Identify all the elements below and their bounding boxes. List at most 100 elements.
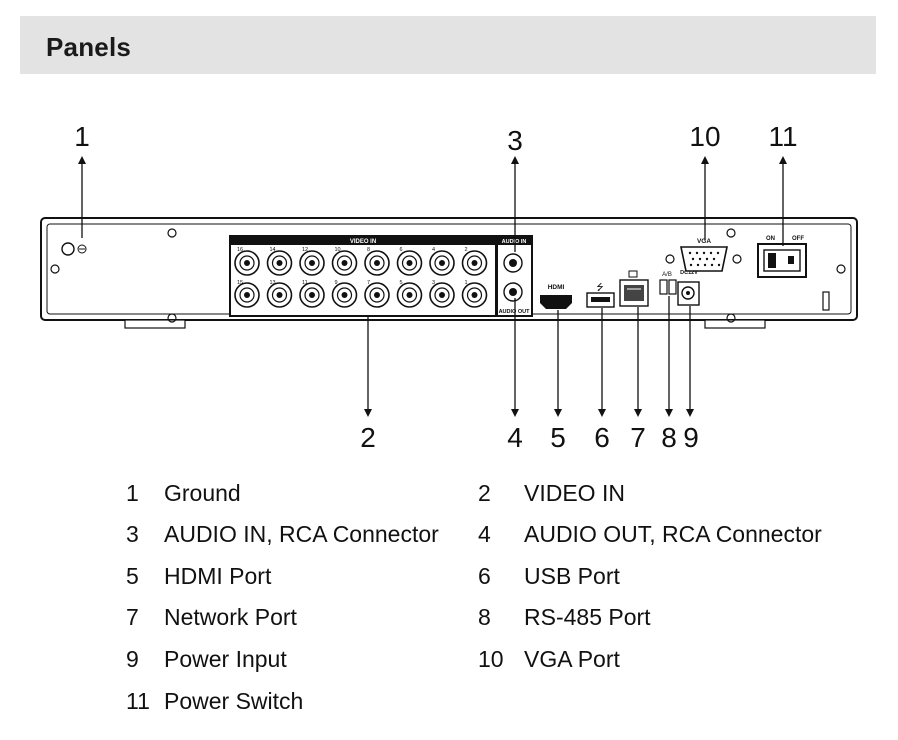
bnc-connector-11: 11	[299, 280, 325, 308]
legend-label: AUDIO OUT, RCA Connector	[524, 521, 822, 547]
section-title: Panels	[46, 32, 132, 62]
off-label: OFF	[792, 236, 804, 242]
bnc-connector-5: 5	[396, 280, 423, 308]
legend-label: AUDIO IN, RCA Connector	[164, 521, 439, 547]
legend-item-7: 7 Network Port	[126, 604, 297, 631]
callout-11: 11	[768, 121, 797, 152]
legend-num: 3	[126, 521, 139, 547]
bnc-number-16: 16	[237, 247, 243, 253]
bnc-connector-9: 9	[331, 280, 358, 308]
vga-port: VGA	[665, 238, 742, 272]
bnc-number-7: 7	[367, 280, 370, 286]
bnc-number-12: 12	[302, 247, 308, 253]
audio-in-label: AUDIO IN	[502, 239, 527, 245]
bnc-number-2: 2	[465, 247, 468, 253]
bnc-number-9: 9	[335, 280, 338, 286]
video-in-label: VIDEO IN	[350, 239, 376, 245]
legend-item-4: 4 AUDIO OUT, RCA Connector	[478, 521, 822, 548]
callout-4: 4	[507, 422, 523, 453]
bnc-connector-2: 2	[461, 247, 488, 276]
legend-label: RS-485 Port	[524, 604, 651, 630]
bnc-number-3: 3	[432, 280, 435, 286]
legend-label: Power Input	[164, 646, 287, 672]
legend-item-6: 6 USB Port	[478, 563, 620, 590]
bnc-connector-13: 13	[266, 280, 293, 308]
callout-numbers: 1 2 3 4 5 6 7 8 9 10 11	[74, 121, 797, 453]
legend-num: 11	[126, 688, 150, 714]
bnc-number-11: 11	[302, 280, 308, 286]
callout-3: 3	[507, 125, 523, 156]
legend-num: 1	[126, 480, 139, 506]
bnc-connector-1: 1	[461, 280, 488, 308]
legend-item-1: 1 Ground	[126, 480, 241, 507]
callout-7: 7	[630, 422, 646, 453]
bnc-connector-10: 10	[331, 247, 358, 276]
legend-item-2: 2 VIDEO IN	[478, 480, 625, 507]
bnc-connector-8: 8	[364, 247, 390, 276]
legend-item-11: 11 Power Switch	[126, 688, 303, 715]
bnc-number-6: 6	[400, 247, 403, 253]
bnc-number-13: 13	[270, 280, 276, 286]
bnc-connector-14: 14	[266, 247, 293, 276]
bnc-number-1: 1	[465, 280, 468, 286]
bnc-connector-12: 12	[299, 247, 325, 276]
legend-item-5: 5 HDMI Port	[126, 563, 271, 590]
callout-2: 2	[360, 422, 376, 453]
bnc-connector-3: 3	[429, 280, 455, 308]
network-port	[619, 270, 649, 307]
legend-num: 6	[478, 563, 491, 589]
bnc-connector-16: 16	[234, 247, 260, 276]
legend-item-9: 9 Power Input	[126, 646, 287, 673]
legend-item-8: 8 RS-485 Port	[478, 604, 651, 631]
power-switch: ON OFF	[757, 236, 807, 278]
callout-10: 10	[689, 121, 720, 152]
legend-num: 7	[126, 604, 139, 630]
legend-label: HDMI Port	[164, 563, 272, 589]
legend-num: 9	[126, 646, 139, 672]
vga-label: VGA	[697, 238, 711, 245]
callout-lines	[78, 156, 787, 417]
ab-label: A/B	[662, 272, 672, 278]
dc12v-label: DC12V	[680, 270, 698, 276]
callout-6: 6	[594, 422, 610, 453]
legend-label: VIDEO IN	[524, 480, 625, 506]
hdmi-label: HDMI	[548, 284, 565, 291]
rs485-port: A/B	[659, 272, 677, 295]
audio-out-label: AUDIO OUT	[499, 309, 531, 315]
bnc-number-4: 4	[432, 247, 435, 253]
callout-8: 8	[661, 422, 677, 453]
legend-num: 5	[126, 563, 139, 589]
legend-label: USB Port	[524, 563, 620, 589]
legend-label: Network Port	[164, 604, 297, 630]
usb-icon: ⭍	[596, 282, 604, 292]
legend-item-10: 10 VGA Port	[478, 646, 620, 673]
section-header: Panels	[20, 16, 876, 74]
callout-5: 5	[550, 422, 566, 453]
callout-1: 1	[74, 121, 90, 152]
bnc-connector-6: 6	[396, 247, 423, 276]
legend-label: Power Switch	[164, 688, 304, 714]
legend-num: 8	[478, 604, 491, 630]
power-input: DC12V	[677, 270, 700, 306]
usb-port: ⭍	[586, 282, 615, 308]
hdmi-port: HDMI	[540, 284, 572, 309]
legend-num: 4	[478, 521, 491, 547]
bnc-number-5: 5	[400, 280, 403, 286]
legend-label: VGA Port	[524, 646, 620, 672]
legend-item-3: 3 AUDIO IN, RCA Connector	[126, 521, 439, 548]
bnc-connectors: 16 14 12 10 8 6 4 2 15 13 11 9 7 5 3 1	[234, 247, 488, 308]
bnc-number-8: 8	[367, 247, 370, 253]
video-in-block: VIDEO IN 16 14 12 10 8 6 4 2 15 13 11 9 7 5 3 1	[229, 235, 497, 317]
network-icon	[628, 270, 638, 278]
bnc-connector-4: 4	[429, 247, 455, 276]
bnc-connector-15: 15	[234, 280, 260, 308]
legend-num: 10	[478, 646, 504, 672]
legend-label: Ground	[164, 480, 241, 506]
legend-num: 2	[478, 480, 491, 506]
bnc-number-15: 15	[237, 280, 243, 286]
bnc-number-10: 10	[335, 247, 341, 253]
screws	[50, 228, 846, 323]
on-label: ON	[766, 236, 775, 242]
callout-9: 9	[683, 422, 699, 453]
